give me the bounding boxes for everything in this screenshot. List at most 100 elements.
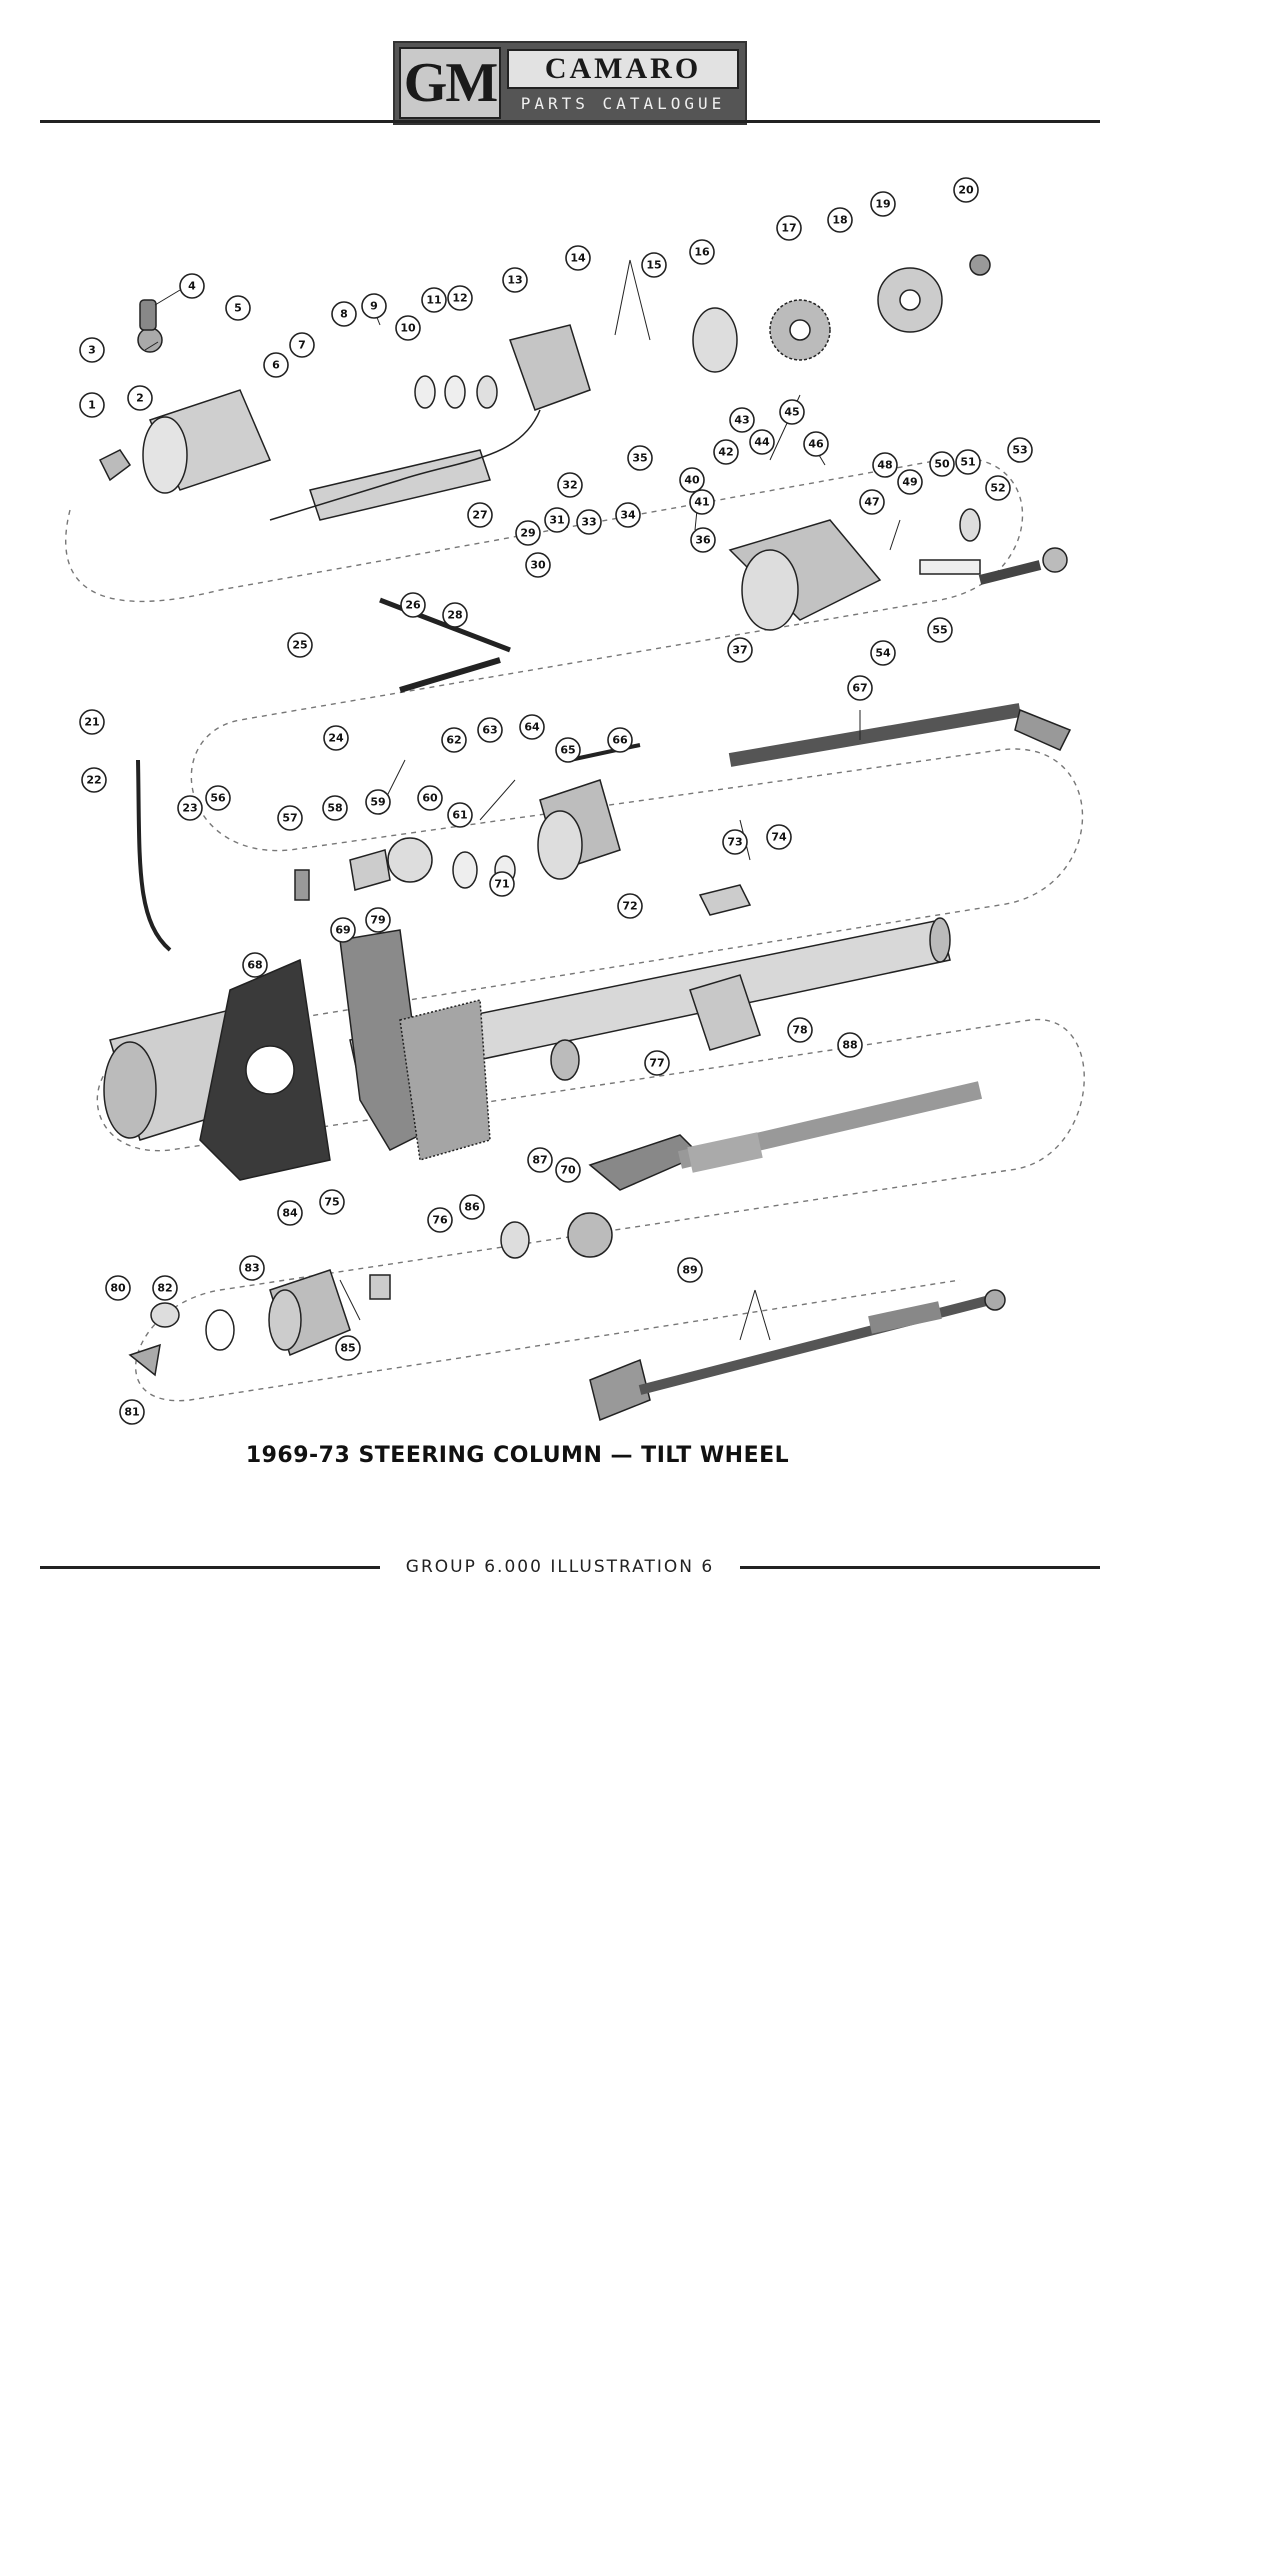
callout-label-15: 15 — [646, 259, 661, 272]
callout-58: 58 — [322, 795, 348, 821]
callout-45: 45 — [779, 399, 805, 425]
callout-label-68: 68 — [247, 959, 262, 972]
callout-50: 50 — [929, 451, 955, 477]
callout-67: 67 — [847, 675, 873, 701]
callout-88: 88 — [837, 1032, 863, 1058]
callout-label-17: 17 — [781, 222, 796, 235]
callout-79: 79 — [365, 907, 391, 933]
callout-20: 20 — [953, 177, 979, 203]
gm-camaro-logo: GM CAMARO PARTS CATALOGUE — [393, 41, 747, 125]
callout-label-8: 8 — [340, 308, 348, 321]
callout-label-84: 84 — [282, 1207, 298, 1220]
logo-subtitle: PARTS CATALOGUE — [520, 94, 726, 113]
callout-label-78: 78 — [792, 1024, 807, 1037]
callout-label-31: 31 — [549, 514, 564, 527]
callout-85: 85 — [335, 1335, 361, 1361]
callout-label-19: 19 — [875, 198, 890, 211]
callout-label-50: 50 — [934, 458, 950, 471]
callout-label-34: 34 — [620, 509, 636, 522]
callout-13: 13 — [502, 267, 528, 293]
callout-label-47: 47 — [864, 496, 879, 509]
logo-title: CAMARO — [507, 49, 739, 89]
callout-17: 17 — [776, 215, 802, 241]
callout-label-63: 63 — [482, 724, 497, 737]
callout-70: 70 — [555, 1157, 581, 1183]
callout-label-30: 30 — [530, 559, 546, 572]
callout-28: 28 — [442, 602, 468, 628]
callout-label-26: 26 — [405, 599, 421, 612]
callout-35: 35 — [627, 445, 653, 471]
callout-16: 16 — [689, 239, 715, 265]
callout-label-80: 80 — [110, 1282, 126, 1295]
callout-29: 29 — [515, 520, 541, 546]
callout-label-58: 58 — [327, 802, 342, 815]
callout-label-46: 46 — [808, 438, 824, 451]
callout-label-85: 85 — [340, 1342, 355, 1355]
callout-75: 75 — [319, 1189, 345, 1215]
callout-label-59: 59 — [370, 796, 385, 809]
callout-19: 19 — [870, 191, 896, 217]
callout-22: 22 — [81, 767, 107, 793]
callout-14: 14 — [565, 245, 591, 271]
callout-label-56: 56 — [210, 792, 226, 805]
callout-label-71: 71 — [494, 878, 509, 891]
callout-label-86: 86 — [464, 1201, 480, 1214]
callout-label-20: 20 — [958, 184, 974, 197]
callout-label-75: 75 — [324, 1196, 339, 1209]
callout-65: 65 — [555, 737, 581, 763]
callout-41: 41 — [689, 489, 715, 515]
callout-label-52: 52 — [990, 482, 1005, 495]
callout-21: 21 — [79, 709, 105, 735]
callout-74: 74 — [766, 824, 792, 850]
callout-64: 64 — [519, 714, 545, 740]
callout-label-22: 22 — [86, 774, 101, 787]
callout-label-79: 79 — [370, 914, 385, 927]
callout-label-67: 67 — [852, 682, 867, 695]
callout-69: 69 — [330, 917, 356, 943]
callout-15: 15 — [641, 252, 667, 278]
callout-37: 37 — [727, 637, 753, 663]
callout-label-29: 29 — [520, 527, 535, 540]
callout-label-14: 14 — [570, 252, 586, 265]
bracket-row — [199, 929, 983, 1259]
callout-26: 26 — [400, 592, 426, 618]
callout-62: 62 — [441, 727, 467, 753]
steering-column-exploded-diagram: 1 2 3 4 5 6 7 8 9 10 11 12 13 14 15 16 1… — [40, 160, 1100, 1440]
footer-text: GROUP 6.000 ILLUSTRATION 6 — [405, 1557, 715, 1577]
callout-1: 1 — [79, 392, 105, 418]
callout-77: 77 — [644, 1050, 670, 1076]
callout-12: 12 — [447, 285, 473, 311]
callout-label-76: 76 — [432, 1214, 448, 1227]
callout-80: 80 — [105, 1275, 131, 1301]
callout-label-44: 44 — [754, 436, 770, 449]
callout-label-5: 5 — [234, 302, 242, 315]
callout-7: 7 — [289, 332, 315, 358]
housing-row — [569, 508, 1068, 762]
upper-parts-row — [98, 254, 991, 693]
callout-label-60: 60 — [422, 792, 438, 805]
callout-89: 89 — [677, 1257, 703, 1283]
callout-83: 83 — [239, 1255, 265, 1281]
callout-label-40: 40 — [684, 474, 700, 487]
callout-68: 68 — [242, 952, 268, 978]
callout-label-12: 12 — [452, 292, 467, 305]
callout-18: 18 — [827, 207, 853, 233]
callout-label-21: 21 — [84, 716, 99, 729]
callout-label-49: 49 — [902, 476, 917, 489]
callout-label-4: 4 — [188, 280, 196, 293]
callout-36: 36 — [690, 527, 716, 553]
callout-5: 5 — [225, 295, 251, 321]
callout-label-61: 61 — [452, 809, 467, 822]
callout-label-62: 62 — [446, 734, 461, 747]
callout-label-6: 6 — [272, 359, 280, 372]
callout-label-13: 13 — [507, 274, 522, 287]
callout-73: 73 — [722, 829, 748, 855]
callout-23: 23 — [177, 795, 203, 821]
callout-group: 1 2 3 4 5 6 7 8 9 10 11 12 13 14 15 16 1… — [79, 177, 1033, 1425]
callout-9: 9 — [361, 293, 387, 319]
diagram-caption: 1969-73 STEERING COLUMN — TILT WHEEL — [245, 1443, 790, 1468]
callout-label-16: 16 — [694, 246, 710, 259]
callout-label-43: 43 — [734, 414, 749, 427]
callout-label-74: 74 — [771, 831, 787, 844]
